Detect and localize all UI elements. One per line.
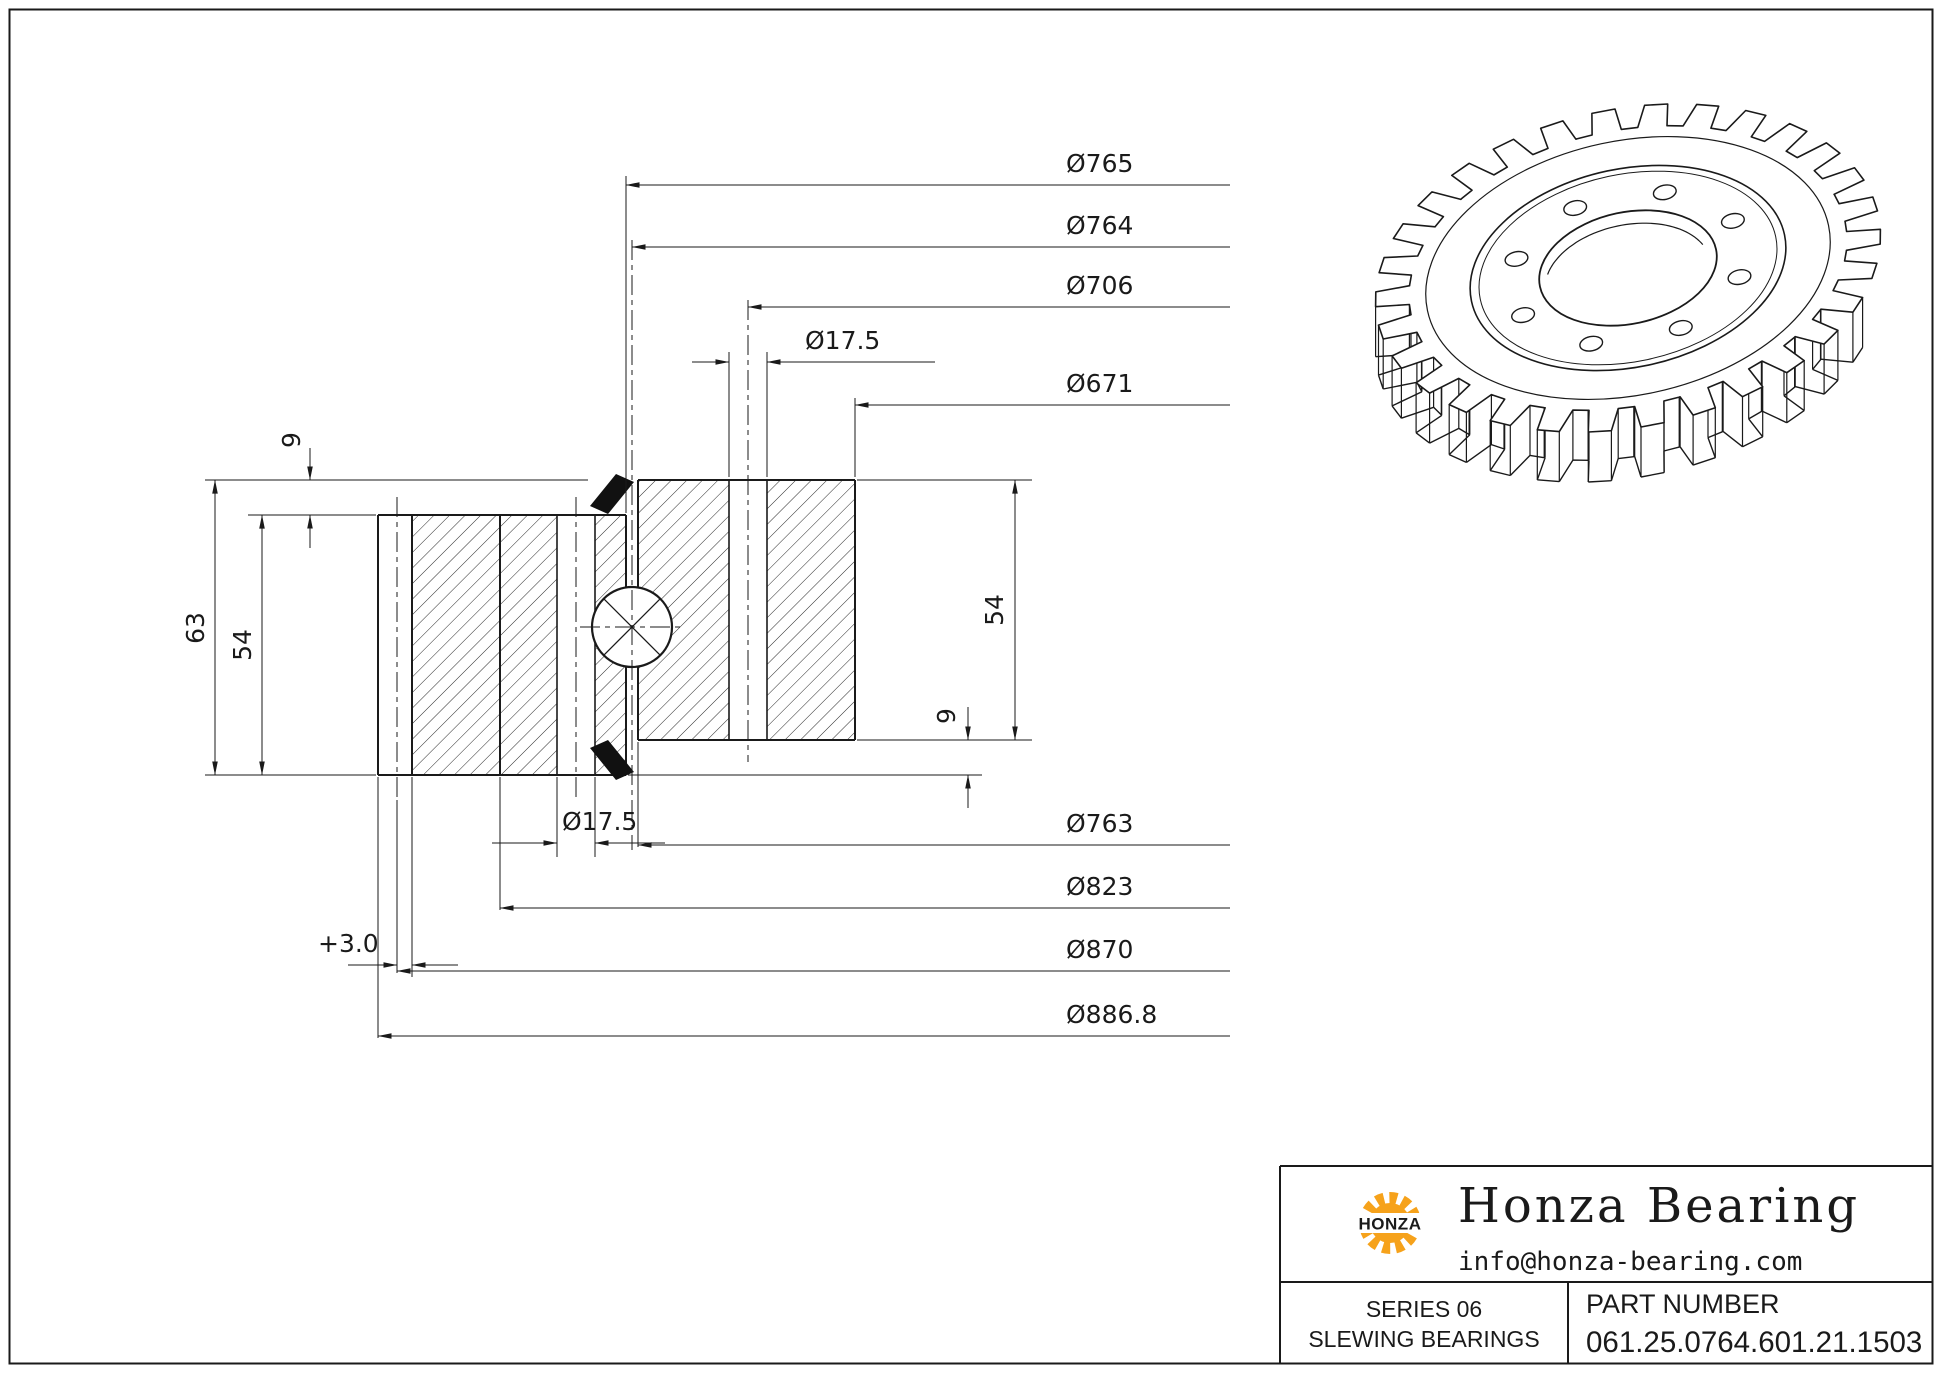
seal-marks: [590, 474, 634, 780]
title-block-borders: [1279, 1165, 1932, 1363]
dim-label-17-5-bottom: Ø17.5: [562, 807, 637, 836]
dim-label-706: Ø706: [1066, 271, 1133, 300]
logo-text: HONZA: [1359, 1215, 1422, 1234]
dim-label-9-top: 9: [277, 432, 306, 448]
dim-label-764: Ø764: [1066, 211, 1133, 240]
gear-bolt-hole: [1563, 199, 1588, 217]
logo-text-band: [1352, 1213, 1428, 1233]
part-number-value: 061.25.0764.601.21.1503: [1586, 1326, 1922, 1359]
gear-face-ring: [1425, 135, 1831, 401]
gear-bolt-hole: [1652, 184, 1677, 201]
gear-bore-wall: [1547, 222, 1704, 275]
dimension-lines: [212, 182, 1230, 1039]
isometric-gear-view: [1374, 103, 1882, 483]
company-name: Honza Bearing: [1458, 1178, 1860, 1234]
gear-bolt-hole: [1579, 335, 1604, 352]
dim-label-17-5-top: Ø17.5: [805, 326, 880, 355]
gear-face-ring: [1538, 209, 1718, 327]
ring-hatching: [412, 480, 855, 775]
dim-label-870: Ø870: [1066, 935, 1133, 964]
section-view: Ø765 Ø764 Ø706 Ø17.5 Ø671 Ø763 Ø823 Ø870…: [181, 149, 1230, 1039]
centerlines: [396, 240, 749, 850]
dim-label-54-right: 54: [980, 594, 1009, 626]
dim-label-671: Ø671: [1066, 369, 1133, 398]
series-label: SERIES 06: [1366, 1296, 1482, 1322]
dim-label-9-bottom: 9: [932, 708, 961, 724]
gear-bolt-hole: [1668, 319, 1693, 337]
sheet-border: [8, 8, 1934, 1365]
gear-face-ring: [1478, 170, 1778, 366]
gear-face-ring: [1469, 164, 1787, 372]
series-sublabel: SLEWING BEARINGS: [1308, 1326, 1539, 1352]
gear-top-face: [1374, 103, 1882, 433]
dim-label-765: Ø765: [1066, 149, 1133, 178]
company-email: info@honza-bearing.com: [1458, 1247, 1802, 1277]
gear-bolt-hole: [1511, 307, 1536, 324]
gear-bolt-hole: [1504, 250, 1529, 267]
dim-label-54-left: 54: [228, 629, 257, 661]
dim-label-plus-3: +3.0: [318, 929, 379, 958]
gear-bolt-hole: [1720, 212, 1745, 229]
dimension-labels: Ø765 Ø764 Ø706 Ø17.5 Ø671 Ø763 Ø823 Ø870…: [181, 149, 1157, 1029]
ring-outlines: [377, 479, 856, 776]
gear-bolt-hole: [1727, 269, 1752, 286]
dim-label-823: Ø823: [1066, 872, 1133, 901]
dim-label-63: 63: [181, 612, 210, 644]
dim-label-886-8: Ø886.8: [1066, 1000, 1157, 1029]
dim-label-763: Ø763: [1066, 809, 1133, 838]
honza-logo: HONZA: [1352, 1192, 1428, 1254]
part-number-label: PART NUMBER: [1586, 1289, 1780, 1319]
title-block: HONZA Honza Bearing info@honza-bearing.c…: [1279, 1165, 1932, 1363]
